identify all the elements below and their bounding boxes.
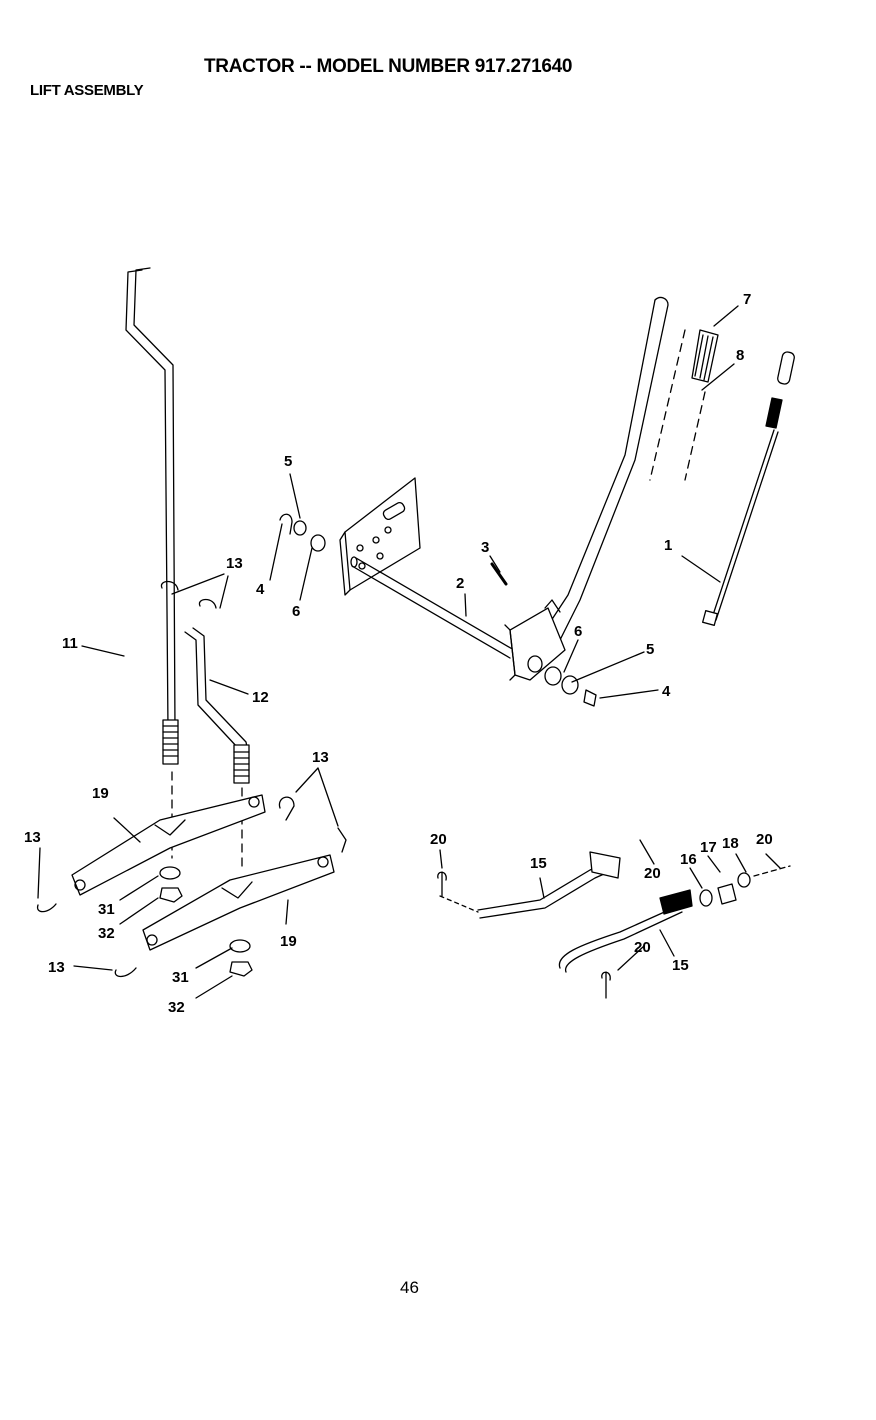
callout-label: 1 xyxy=(664,537,672,554)
callout-label: 13 xyxy=(48,959,65,976)
callout-label: 2 xyxy=(456,575,464,592)
callout-label: 20 xyxy=(644,865,661,882)
callout-label: 32 xyxy=(98,925,115,942)
callout-label: 11 xyxy=(62,635,78,652)
callout-label: 19 xyxy=(280,933,297,950)
callout-label: 5 xyxy=(284,453,292,470)
callout-labels: 5 13 4 6 3 2 7 8 1 11 12 6 5 4 13 19 13 … xyxy=(24,291,773,1016)
callout-label: 4 xyxy=(256,581,265,598)
callout-label: 19 xyxy=(92,785,109,802)
handle-grip xyxy=(650,330,718,480)
callout-label: 3 xyxy=(481,539,489,556)
leader-lines xyxy=(38,306,780,998)
callout-label: 5 xyxy=(646,641,654,658)
callout-label: 31 xyxy=(172,969,189,986)
callout-label: 16 xyxy=(680,851,697,868)
callout-label: 15 xyxy=(530,855,547,872)
callout-label: 17 xyxy=(700,839,717,856)
callout-label: 20 xyxy=(430,831,447,848)
callout-label: 7 xyxy=(743,291,751,308)
page-number: 46 xyxy=(400,1278,419,1298)
callout-label: 12 xyxy=(252,689,269,706)
callout-label: 13 xyxy=(312,749,329,766)
control-rod xyxy=(703,351,796,625)
callout-label: 13 xyxy=(226,555,243,572)
callout-label: 20 xyxy=(756,831,773,848)
callout-label: 6 xyxy=(574,623,582,640)
callout-label: 15 xyxy=(672,957,689,974)
callout-label: 13 xyxy=(24,829,41,846)
callout-label: 4 xyxy=(662,683,671,700)
callout-label: 8 xyxy=(736,347,744,364)
callout-label: 18 xyxy=(722,835,739,852)
callout-label: 31 xyxy=(98,901,115,918)
lift-handle xyxy=(505,298,668,680)
callout-label: 32 xyxy=(168,999,185,1016)
callout-label: 6 xyxy=(292,603,300,620)
linkage-rods xyxy=(440,852,790,972)
mounting-plate xyxy=(340,478,420,595)
callout-label: 20 xyxy=(634,939,651,956)
